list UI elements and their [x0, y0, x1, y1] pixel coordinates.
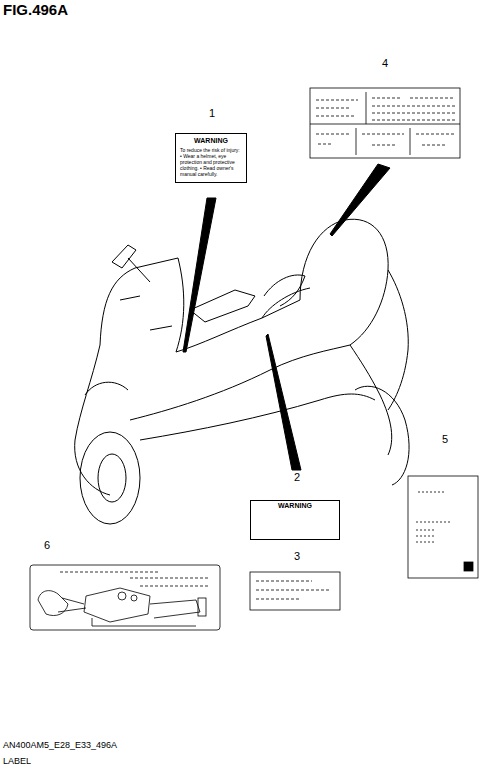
warning-body: To reduce the risk of injury: • Wear a h…: [180, 147, 242, 177]
label-4-table: [310, 88, 460, 158]
caption-text: AN400AM5_E28_E33_496A: [3, 741, 117, 750]
callout-number: 1: [209, 108, 215, 119]
callout-number: 6: [44, 540, 50, 551]
warning-decal: WARNING: [250, 500, 340, 540]
warning-heading: WARNING: [180, 137, 242, 145]
warning-decal: WARNING To reduce the risk of injury: • W…: [175, 133, 247, 183]
leader-wedge: [266, 334, 301, 470]
callout-number: 3: [294, 551, 300, 562]
leader-wedge: [183, 198, 216, 352]
warning-heading: WARNING: [255, 502, 335, 510]
callout-number: 5: [442, 434, 448, 445]
leader-wedge: [330, 164, 390, 236]
scooter-outline: [75, 219, 409, 524]
callout-number: 2: [294, 472, 300, 483]
callout-number: 4: [382, 58, 388, 69]
label-5-manual: [408, 476, 478, 578]
label-3: [250, 572, 340, 610]
label-6: [30, 565, 220, 630]
figure-title: FIG.496A: [3, 2, 68, 17]
caption-text: LABEL: [3, 757, 31, 766]
